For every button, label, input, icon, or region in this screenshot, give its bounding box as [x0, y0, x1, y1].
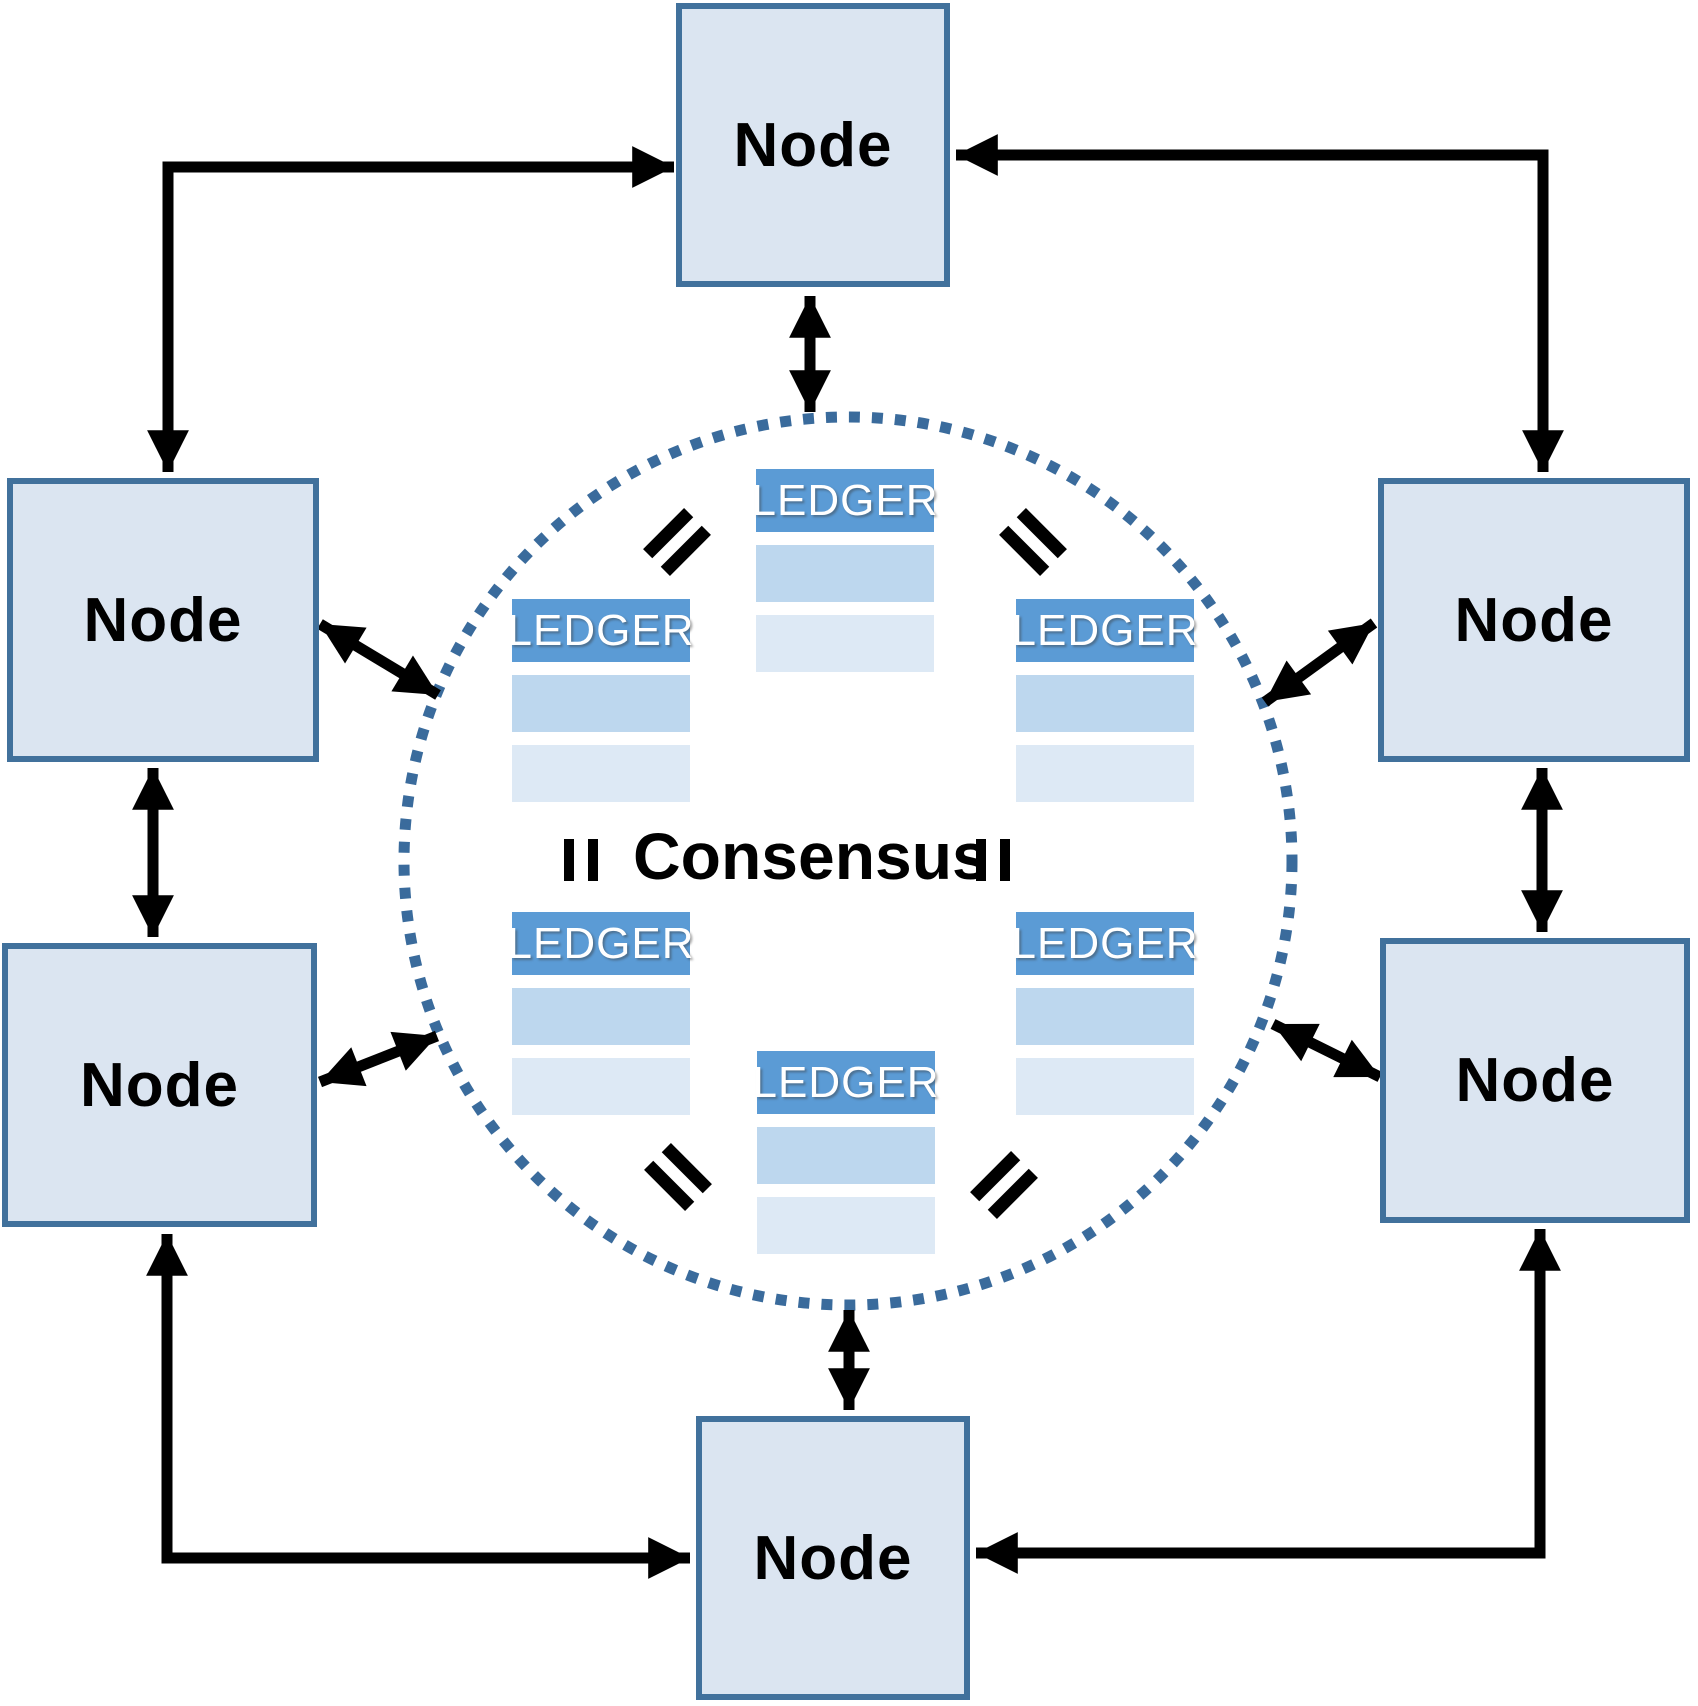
node-label: Node	[1454, 585, 1614, 655]
node-top: Node	[676, 3, 950, 287]
node-upper-left: Node	[7, 478, 319, 762]
ledger-header: LEDGER	[1012, 599, 1197, 662]
arrow-lower-left-node-ring	[317, 1030, 440, 1088]
arrow-bottom-left-elbow	[146, 1234, 690, 1579]
ledger-header: LEDGER	[1012, 912, 1197, 975]
node-label: Node	[80, 1050, 239, 1120]
node-label: Node	[83, 585, 243, 655]
ledger-row	[1016, 675, 1194, 732]
ledger-lower-left: LEDGER	[508, 912, 693, 1115]
ledger-row	[1016, 1058, 1194, 1115]
node-lower-left: Node	[2, 943, 317, 1227]
ledger-row	[512, 745, 690, 802]
arrow-lower-right-node-ring	[1270, 1019, 1383, 1082]
ledger-upper-left: LEDGER	[508, 599, 693, 802]
ledger-row	[1016, 988, 1194, 1045]
ledger-row	[1016, 745, 1194, 802]
ledger-row	[756, 545, 934, 602]
arrow-bottom-right-elbow	[976, 1229, 1561, 1574]
ledger-upper-right: LEDGER	[1012, 599, 1197, 802]
arrow-upper-right-node-ring	[1261, 618, 1378, 707]
arrow-top-right-elbow	[956, 134, 1564, 472]
ledger-row	[512, 675, 690, 732]
node-label: Node	[733, 110, 893, 180]
ledger-row	[757, 1197, 935, 1254]
node-bottom: Node	[696, 1416, 970, 1700]
ledger-header: LEDGER	[753, 1051, 938, 1114]
equals-icon	[564, 839, 598, 881]
consensus-circle	[398, 411, 1298, 1311]
ledger-lower-right: LEDGER	[1012, 912, 1197, 1115]
ledger-row	[757, 1127, 935, 1184]
node-label: Node	[753, 1523, 913, 1593]
consensus-label: Consensus	[633, 819, 989, 893]
node-upper-right: Node	[1378, 478, 1690, 762]
ledger-header: LEDGER	[508, 599, 693, 662]
ledger-row	[512, 988, 690, 1045]
ledger-row	[756, 615, 934, 672]
ledger-header: LEDGER	[508, 912, 693, 975]
node-label: Node	[1455, 1046, 1615, 1115]
ledger-row	[512, 1058, 690, 1115]
ledger-top: LEDGER	[752, 469, 937, 672]
node-lower-right: Node	[1380, 938, 1690, 1223]
ledger-header: LEDGER	[752, 469, 937, 532]
ledger-bottom: LEDGER	[753, 1051, 938, 1254]
arrow-top-left-elbow	[147, 146, 674, 472]
arrow-upper-left-node-ring	[317, 619, 441, 700]
